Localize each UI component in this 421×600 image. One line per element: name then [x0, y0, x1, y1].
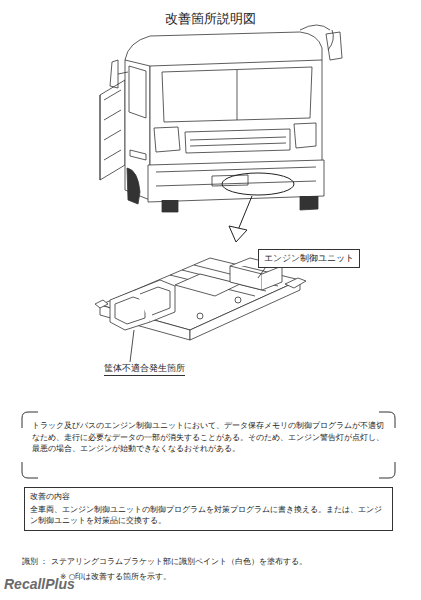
note-box: トラック及びバスのエンジン制御ユニットにおいて、データ保存メモリの制御プログラム… [28, 418, 389, 457]
footnote: ※ ○印は改善する箇所を示す。 [60, 572, 171, 582]
box-heading: 改善の内容 [30, 491, 387, 503]
arrow-head [229, 226, 247, 242]
truck-drawing [100, 25, 342, 212]
identification-note: 識別 ： ステアリングコラムブラケット部に識別ペイント（白色）を塗布する。 [22, 557, 307, 567]
box-text: 全車両、エンジン制御ユニットの制御プログラムを対策プログラムに書き換える。または… [30, 504, 387, 527]
ecu-drawing [95, 258, 306, 340]
watermark: RecallPlus [4, 576, 75, 592]
location-circle [222, 173, 294, 195]
box-text: エンジン制御ユニット [264, 252, 354, 265]
bracket [22, 412, 395, 478]
pointer-arrow [238, 196, 252, 230]
box-text: トラック及びバスのエンジン制御ユニットにおいて、データ保存メモリの制御プログラム… [32, 420, 385, 455]
location-label: 筐体不適合発生箇所 [104, 362, 185, 376]
part-label-box: エンジン制御ユニット [258, 249, 360, 268]
leader-line [130, 330, 134, 362]
note-box: 改善の内容全車両、エンジン制御ユニットの制御プログラムを対策プログラムに書き換え… [24, 487, 393, 531]
diagram-title: 改善箇所説明図 [0, 10, 421, 28]
